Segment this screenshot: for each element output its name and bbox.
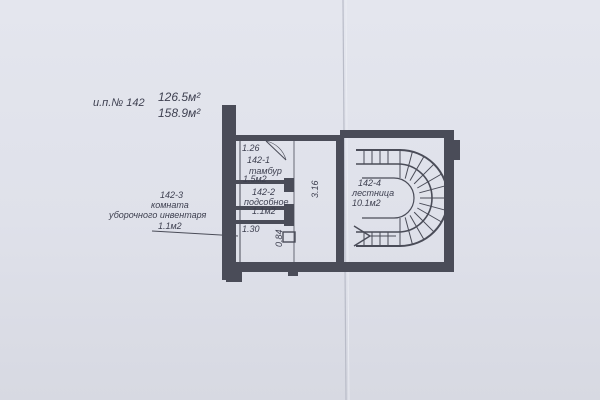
- room-142-3-id: 142-3: [160, 190, 183, 200]
- walls: [222, 105, 460, 282]
- paper-fold-line: [342, 0, 347, 400]
- stair-tread: [404, 217, 413, 245]
- door-swing-arc: [265, 140, 287, 161]
- partition-2: [236, 206, 288, 210]
- stair-tread: [417, 207, 442, 223]
- unit-number-label: и.п.№ 142: [93, 97, 145, 109]
- stair-tread: [404, 151, 413, 179]
- leader-line-142-3: [151, 230, 239, 237]
- fixture-box: [282, 231, 296, 243]
- dimension-3-16: 3.16: [310, 180, 320, 198]
- room-142-4-name: лестница: [351, 188, 394, 198]
- stair-tread: [409, 215, 425, 240]
- wall-left-outer: [222, 105, 236, 280]
- door-swing-line: [265, 140, 287, 161]
- room-142-3-area: 1.1м2: [158, 221, 182, 231]
- room-142-3-name-line1: комната: [151, 200, 189, 210]
- stair-tread: [413, 211, 435, 233]
- stair-tread: [409, 156, 425, 181]
- partition-3-post: [284, 216, 294, 226]
- wall-top-left: [222, 135, 342, 141]
- dimension-1-30: 1.30: [242, 224, 260, 234]
- wall-bottom-left-stub: [226, 270, 242, 282]
- area-total-2: 158.9м²: [158, 106, 201, 120]
- room-142-4-id: 142-4: [358, 178, 381, 188]
- room-142-1-name: тамбур: [249, 166, 282, 176]
- stair-tread: [419, 185, 447, 194]
- area-total-1: 126.5м²: [158, 90, 201, 104]
- dimension-0-84: 0.84: [274, 229, 284, 247]
- room-142-2-name: подсобное: [244, 197, 288, 207]
- stair-tread: [413, 163, 435, 185]
- stair-tread: [419, 202, 447, 211]
- partition-2-post: [284, 204, 294, 218]
- room-142-1-id: 142-1: [247, 155, 270, 165]
- wall-right-notch: [452, 140, 460, 160]
- wall-top-stair: [340, 130, 452, 138]
- room-142-2-area: 1.1м2: [252, 206, 276, 216]
- room-142-4-area: 10.1м2: [352, 198, 381, 208]
- wall-bottom-column: [288, 266, 298, 276]
- wall-left-upper: [222, 105, 232, 140]
- room-142-2-id: 142-2: [252, 187, 275, 197]
- room-142-3-name-line2: уборочного инвентаря: [108, 210, 207, 220]
- stair-treads: [363, 150, 448, 246]
- partition-3: [236, 220, 288, 224]
- stair-tread: [417, 173, 442, 189]
- wall-bottom-stub: [312, 266, 320, 272]
- partition-1: [236, 180, 288, 184]
- stair-direction-arrow: [353, 225, 372, 247]
- stair-core: [362, 177, 415, 219]
- spiral-staircase: [353, 149, 449, 247]
- wall-right: [444, 130, 454, 272]
- dimension-1-26: 1.26: [242, 143, 260, 153]
- partition-1-post: [284, 178, 294, 192]
- paper-fold-highlight: [345, 0, 350, 400]
- room-142-1-area: 1.5м2: [243, 174, 267, 184]
- wall-middle: [336, 135, 344, 267]
- wall-bottom: [222, 262, 454, 272]
